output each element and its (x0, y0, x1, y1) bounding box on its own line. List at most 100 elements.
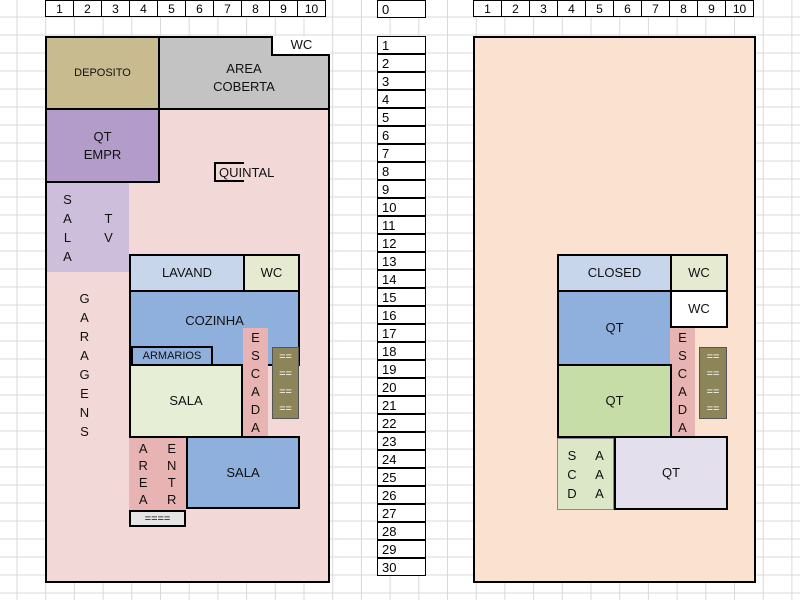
room-qt-empr: QT EMPR (45, 108, 160, 183)
vertical-letter: A (595, 485, 604, 501)
vertical-letter: A (138, 492, 148, 507)
room-qt-1: QT (557, 290, 672, 366)
room-qt-2: QT (557, 364, 672, 438)
vertical-letter: C (567, 466, 577, 482)
left-col-header: 1 (45, 0, 74, 17)
left-col-header: 3 (101, 0, 130, 17)
row-number-cell: 21 (377, 396, 426, 414)
vertical-letter: D (567, 485, 577, 501)
left-col-header: 2 (73, 0, 102, 17)
vertical-letter: A (63, 210, 72, 226)
right-col-header: 2 (501, 0, 530, 17)
quintal-marker (214, 162, 244, 182)
stair-step-mark: == (706, 350, 720, 363)
room-closed: CLOSED (557, 254, 672, 292)
stair-steps-upper: ======== (699, 347, 727, 419)
right-col-header: 8 (669, 0, 698, 17)
row-number-cell: 17 (377, 324, 426, 342)
vertical-letter: A (138, 441, 148, 456)
vertical-letter: C (250, 366, 261, 381)
vertical-letter: A (80, 310, 89, 325)
row-number-cell: 13 (377, 252, 426, 270)
vertical-letter: L (63, 229, 72, 245)
vertical-letter: S (678, 348, 687, 363)
row-number-cell: 25 (377, 468, 426, 486)
row-number-cell: 11 (377, 216, 426, 234)
vertical-letter: A (595, 447, 604, 463)
room-sala-2: SALA (186, 436, 300, 509)
vertical-letter: E (251, 330, 260, 345)
vertical-letter: D (250, 402, 261, 417)
right-col-header: 7 (641, 0, 670, 17)
left-col-header: 6 (185, 0, 214, 17)
vertical-letter: R (167, 492, 177, 507)
right-col-header: 4 (557, 0, 586, 17)
room-wc-mid: WC (243, 254, 300, 292)
vertical-letter: C (677, 366, 688, 381)
vertical-letter: E (80, 386, 89, 401)
room-deposito: DEPOSITO (45, 36, 160, 110)
stair-steps: ======== (272, 347, 299, 419)
vertical-letter: A (678, 384, 687, 399)
stair-step-mark: == (279, 385, 292, 398)
vertical-letter: R (138, 458, 148, 473)
row-number-cell: 19 (377, 360, 426, 378)
quintal-label: QUINTAL (219, 165, 275, 180)
row-number-cell: 0 (377, 0, 426, 18)
left-col-header: 7 (213, 0, 242, 17)
vertical-letter: V (104, 229, 113, 245)
row-number-cell: 28 (377, 522, 426, 540)
row-number-cell: 5 (377, 108, 426, 126)
vertical-letter: A (595, 466, 604, 482)
row-number-cell: 7 (377, 144, 426, 162)
row-number-cell: 15 (377, 288, 426, 306)
room-wc-top: WC (271, 36, 330, 56)
right-col-header: 6 (613, 0, 642, 17)
vertical-letter: S (80, 424, 89, 439)
vertical-letter: D (677, 402, 688, 417)
vertical-letter: G (79, 367, 90, 382)
row-number-cell: 4 (377, 90, 426, 108)
vertical-letter: G (79, 291, 90, 306)
row-number-cell: 9 (377, 180, 426, 198)
vertical-letter: A (80, 348, 89, 363)
vertical-letter: E (678, 330, 687, 345)
row-number-cell: 3 (377, 72, 426, 90)
row-number-cell: 12 (377, 234, 426, 252)
vertical-letter: T (104, 210, 113, 226)
row-number-cell: 22 (377, 414, 426, 432)
right-col-header: 1 (473, 0, 502, 17)
left-col-header: 5 (157, 0, 186, 17)
vertical-letter: E (167, 441, 177, 456)
row-number-cell: 16 (377, 306, 426, 324)
right-col-header: 3 (529, 0, 558, 17)
room-qt-3: QT (614, 436, 728, 510)
right-col-header: 10 (725, 0, 754, 17)
stair-step-mark: == (706, 368, 720, 381)
row-number-cell: 30 (377, 558, 426, 576)
vertical-letter: N (167, 458, 177, 473)
row-number-cell: 23 (377, 432, 426, 450)
left-col-header: 10 (297, 0, 326, 17)
vertical-letter: R (79, 329, 90, 344)
vertical-letter: S (251, 348, 260, 363)
row-number-cell: 18 (377, 342, 426, 360)
stair-step-mark: == (279, 350, 292, 363)
right-col-header: 9 (697, 0, 726, 17)
vertical-letter: A (251, 384, 260, 399)
row-number-cell: 26 (377, 486, 426, 504)
stair-step-mark: == (279, 368, 292, 381)
left-col-header: 4 (129, 0, 158, 17)
row-number-cell: 27 (377, 504, 426, 522)
